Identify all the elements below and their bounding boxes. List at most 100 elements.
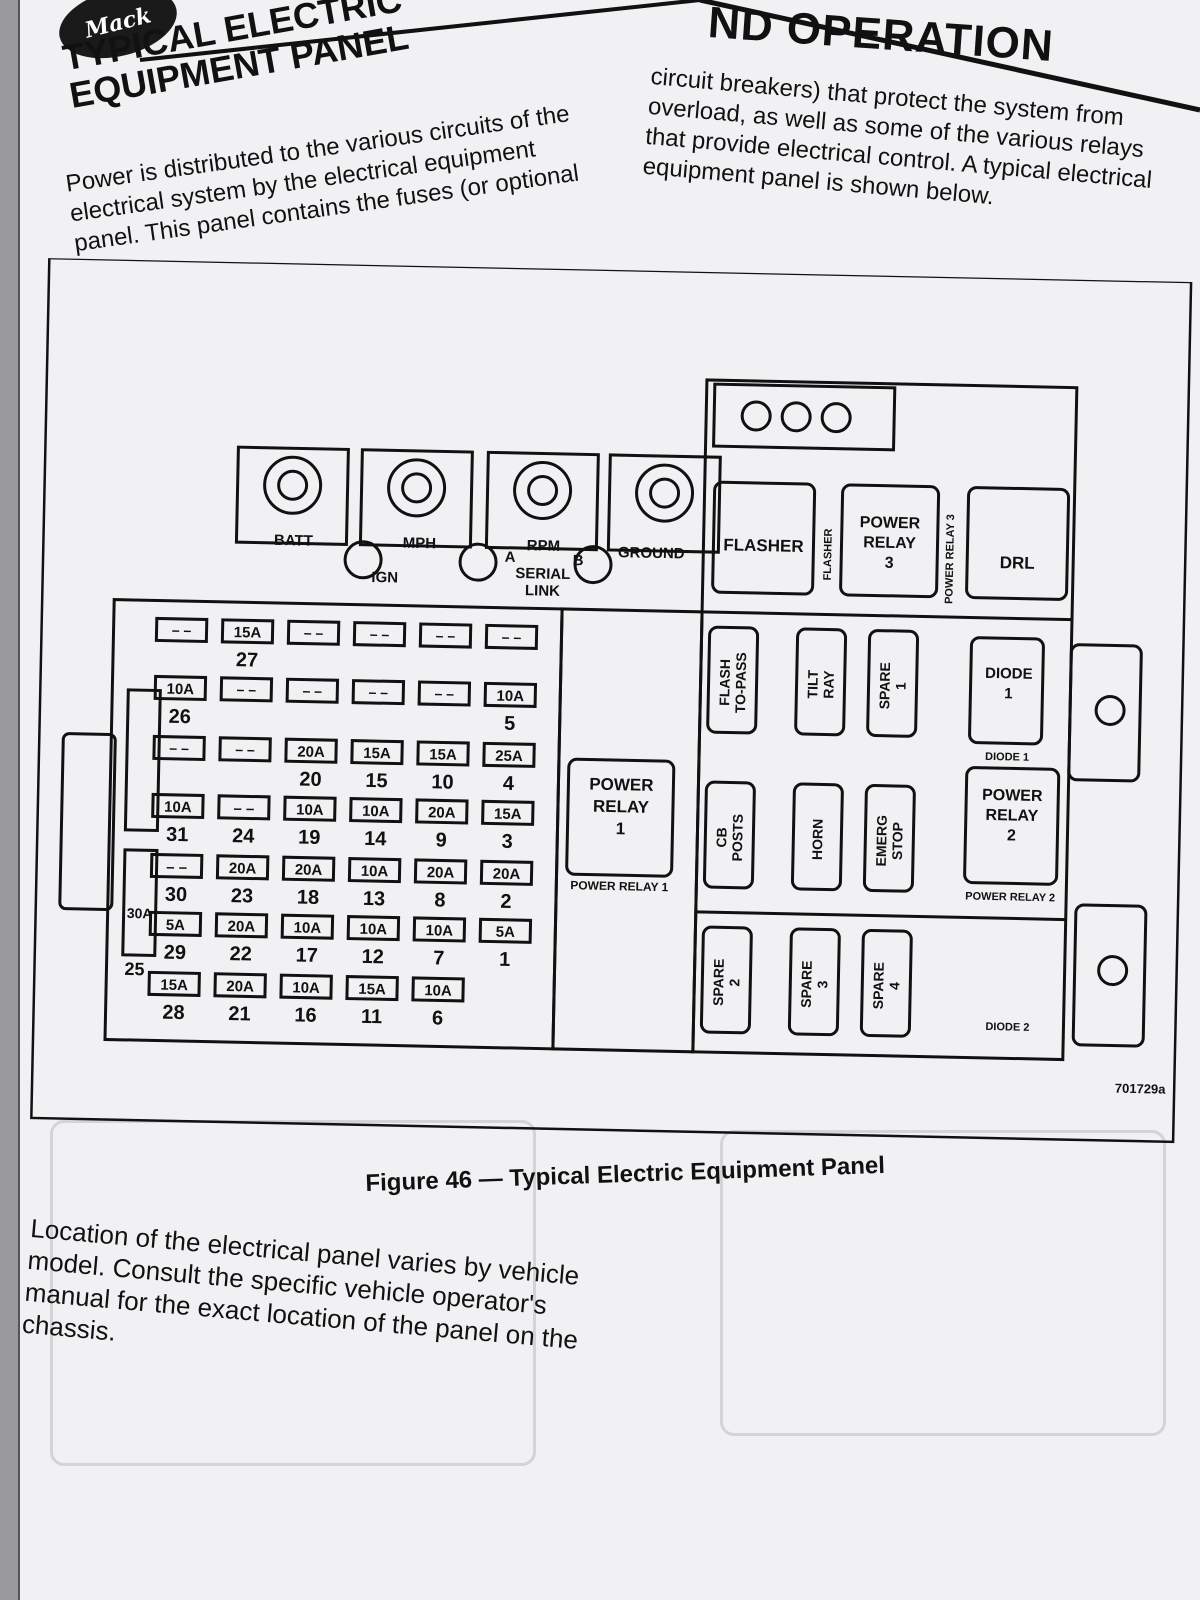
flash-to-pass-relay-label: FLASH: [716, 659, 733, 706]
terminal-stud: [513, 461, 573, 521]
spare-3-relay: [787, 927, 841, 1037]
diode-1: [968, 636, 1045, 746]
fuse-31: [151, 792, 205, 820]
fuse-number-21: 21: [228, 1003, 251, 1025]
emerg-stop-relay-label: STOP: [889, 822, 906, 860]
terminal-label-rpm: RPM: [527, 537, 561, 555]
fuse-rating-24: – –: [233, 800, 254, 817]
fuse-4: [482, 741, 536, 768]
fuse-21: [213, 972, 267, 999]
terminal-label-ground: GROUND: [618, 544, 685, 562]
power-relay-2-label: 2: [1007, 827, 1016, 844]
power-relay-2-caption: POWER RELAY 2: [965, 890, 1055, 904]
top-connector: [712, 382, 897, 452]
fuse-rating-19: 10A: [296, 801, 324, 819]
empty-fuse-mark: – –: [436, 627, 456, 643]
empty-fuse-slot: [219, 676, 274, 703]
fuse-8: [413, 858, 468, 885]
fuse-number-29: 29: [163, 942, 186, 964]
fuse-number-27: 27: [236, 649, 259, 671]
horn-relay: [790, 782, 844, 892]
fuse-number-23: 23: [231, 885, 254, 907]
fuse-number-26: 26: [168, 706, 191, 728]
terminal-label-serial: SERIAL: [515, 565, 570, 583]
fuse-rating-22: 20A: [227, 918, 255, 936]
header-rule: [139, 0, 1200, 113]
flash-to-pass-relay-label: TO-PASS: [732, 652, 749, 713]
terminal-pin: [458, 542, 498, 582]
relay-1-bay: [551, 607, 704, 1054]
fuse-number-16: 16: [294, 1004, 317, 1026]
maxi-fuse-holder: [123, 688, 162, 833]
terminal-stud-inner: [277, 469, 309, 501]
spare-4-relay-label: 4: [886, 982, 902, 990]
fuse-rating-29: 5A: [166, 917, 186, 934]
fuse-rating-30: – –: [166, 859, 187, 876]
empty-fuse-slot: [218, 736, 272, 763]
fuse-number-4: 4: [503, 773, 515, 795]
fuse-12: [346, 915, 401, 942]
spare-1-relay: [866, 629, 920, 738]
fuse-rating-13: 10A: [361, 863, 389, 881]
fuse-number-12: 12: [361, 946, 384, 968]
fuse-number-8: 8: [434, 889, 446, 911]
fuse-rating-5: 10A: [496, 688, 524, 706]
diode-1-caption: DIODE 1: [985, 751, 1029, 764]
terminal-housing: [484, 450, 600, 552]
power-relay-3-side-label: POWER RELAY 3: [943, 514, 957, 604]
fuse-number-28: 28: [162, 1002, 185, 1024]
fuse-rating-31: 10A: [164, 799, 192, 817]
fuse-rating-6: 10A: [424, 982, 452, 1000]
fuse-number-17: 17: [295, 944, 318, 966]
fuse-number-15: 15: [365, 770, 388, 792]
terminal-pin: [573, 545, 613, 585]
fuse-rating-2: 20A: [493, 866, 521, 884]
fuse-rating-25: 30A: [127, 905, 153, 922]
fuse-1: [478, 917, 533, 944]
connector-hole: [820, 402, 852, 434]
terminal-stud: [635, 463, 695, 523]
fuse-number-2: 2: [500, 891, 512, 913]
empty-fuse-slot: [417, 680, 472, 707]
fuse-13: [347, 857, 402, 884]
bay-divider: [695, 910, 1066, 922]
fuse-number-11: 11: [361, 1006, 383, 1028]
bleed-through-figure-left: [50, 1120, 536, 1466]
power-relay-2: [963, 766, 1061, 886]
fuse-number-3: 3: [501, 831, 513, 853]
fuse-30: [149, 852, 204, 879]
cb-posts-relay: [702, 780, 756, 890]
connector-hole: [740, 400, 772, 432]
empty-fuse-mark: – –: [169, 740, 189, 756]
fuse-number-5: 5: [504, 713, 516, 735]
fuse-15: [350, 739, 404, 766]
fuse-rating-16: 10A: [292, 979, 320, 997]
fuse-14: [349, 797, 403, 824]
power-relay-1-label: POWER: [589, 775, 654, 795]
power-relay-1-label: 1: [616, 819, 626, 838]
fuse-27: [220, 618, 275, 645]
spare-1-relay-label: 1: [892, 682, 908, 690]
power-relay-1-label: RELAY: [593, 797, 650, 817]
fuse-rating-8: 20A: [427, 864, 455, 882]
spare-4-relay-label: SPARE: [870, 962, 887, 1010]
terminal-stud: [263, 455, 323, 515]
flasher-relay: [711, 480, 817, 596]
spare-2-relay-label: SPARE: [710, 959, 727, 1007]
flasher-label: FLASHER: [723, 535, 804, 556]
fuse-number-7: 7: [433, 947, 445, 969]
fuse-rating-27: 15A: [234, 624, 262, 642]
fuse-number-10: 10: [431, 771, 454, 793]
empty-fuse-slot: [484, 623, 539, 650]
fuse-rating-10: 15A: [429, 746, 457, 764]
empty-fuse-mark: – –: [235, 741, 255, 757]
right-mount-tab-bottom: [1071, 903, 1148, 1048]
mount-hole: [1094, 694, 1126, 726]
spare-4-relay: [859, 929, 913, 1038]
terminal-stud-inner: [527, 475, 559, 507]
fuse-16: [279, 973, 333, 1000]
flasher-side-label: FLASHER: [822, 528, 835, 580]
cb-posts-relay-label: POSTS: [729, 814, 746, 862]
fuse-rating-11: 15A: [358, 981, 386, 999]
terminal-label-b: B: [573, 552, 584, 569]
